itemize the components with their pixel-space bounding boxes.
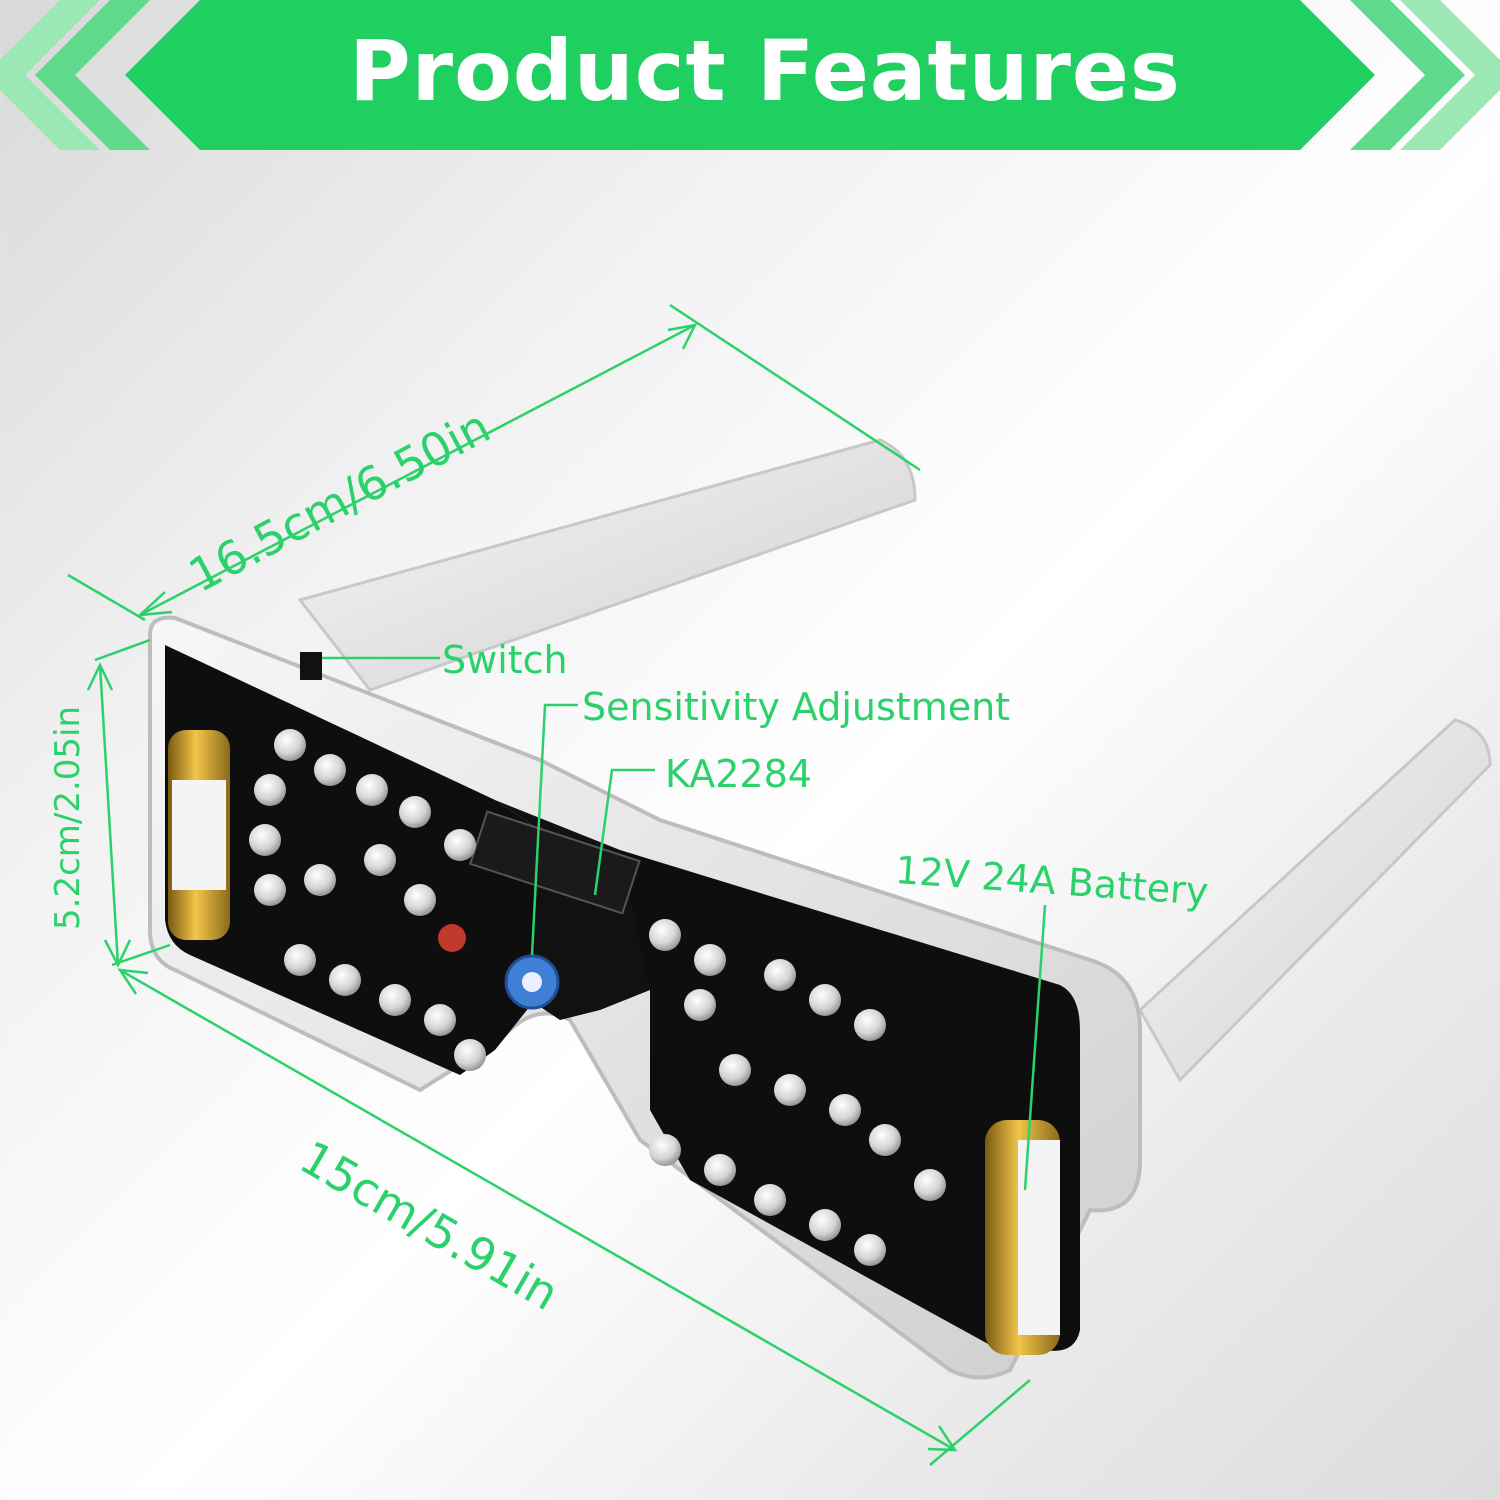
right-battery: [985, 1120, 1060, 1355]
left-circuit-board: [165, 645, 540, 1075]
banner-band: [125, 0, 1375, 150]
chevron-right-icon: [1350, 0, 1465, 150]
chip-label: KA2284: [665, 752, 812, 796]
banner-shape: [0, 0, 1500, 150]
sensitivity-label: Sensitivity Adjustment: [582, 685, 1011, 729]
height-dimension-label: 5.2cm/2.05in: [48, 705, 88, 930]
left-temple-arm: [297, 438, 917, 692]
power-switch: [300, 652, 322, 680]
potentiometer-knob: [522, 972, 542, 992]
banner-title: Product Features: [349, 22, 1181, 120]
chevron-left-icon: [35, 0, 150, 150]
left-battery: [168, 730, 230, 940]
header-banner: Product Features: [0, 0, 1500, 150]
chevron-left-icon: [0, 0, 100, 150]
switch-label: Switch: [442, 638, 568, 682]
dimension-lines: [67, 303, 1047, 1466]
right-led-array: [649, 919, 946, 1266]
left-led-array: [249, 729, 486, 1071]
capacitor: [438, 924, 466, 952]
right-temple-arm: [1138, 718, 1492, 1083]
chevron-right-icon: [1400, 0, 1500, 150]
